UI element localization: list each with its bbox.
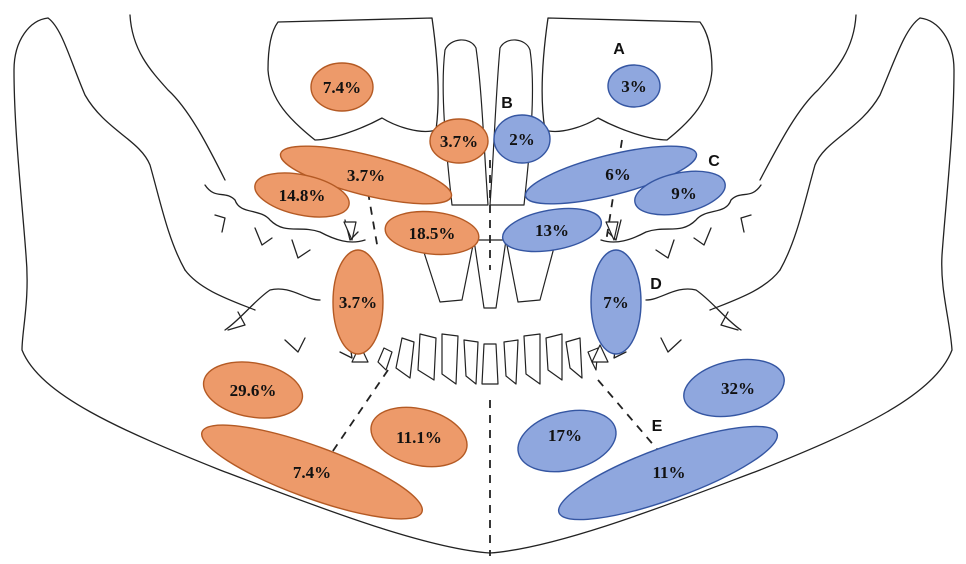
region-letter-a: A: [613, 41, 625, 58]
left-zone-upper-molar-pct: 14.8%: [279, 186, 326, 205]
left-zone-sinus-pct: 7.4%: [323, 78, 361, 97]
right-zone-sinus: 3%: [608, 65, 660, 107]
left-premolar-tip: [344, 222, 356, 240]
right-zone-central-incisor: 2%: [494, 115, 550, 163]
left-zone-central-incisor: 3.7%: [430, 119, 488, 163]
left-zone-upper-premolar-pct: 3.7%: [347, 166, 385, 185]
region-letter-c: C: [708, 153, 720, 170]
left-upper-divider: [368, 192, 378, 250]
left-zone-lower-premolar: 11.1%: [365, 398, 474, 476]
left-zone-canine-pct: 3.7%: [339, 293, 377, 312]
right-zone-lower-premolar: 17%: [511, 401, 622, 481]
right-zone-lower-molar: 32%: [679, 351, 790, 425]
right-zone-upper-molar-pct: 9%: [671, 184, 697, 203]
right-ramus-lower: [710, 270, 780, 310]
right-zone-canine-pct: 7%: [603, 293, 629, 312]
left-zone-mandible-body-pct: 7.4%: [293, 463, 331, 482]
region-letter-e: E: [652, 418, 663, 435]
left-zone-central-incisor-pct: 3.7%: [440, 132, 478, 151]
right-zone-lower-premolar-pct: 17%: [548, 426, 582, 445]
left-zone-lower-premolar-pct: 11.1%: [396, 428, 442, 447]
left-zone-lower-molar: 29.6%: [199, 355, 307, 426]
left-zone-lateral-incisor-pct: 18.5%: [409, 224, 456, 243]
right-zone-upper-premolar-pct: 6%: [605, 165, 631, 184]
region-letter-b: B: [501, 95, 513, 112]
right-coronoid: [760, 15, 856, 180]
right-zone-lower-molar-pct: 32%: [721, 379, 755, 398]
left-zone-canine: 3.7%: [333, 250, 383, 354]
left-ramus-inner: [48, 18, 185, 270]
right-zone-lateral-incisor-pct: 13%: [535, 221, 569, 240]
right-zone-canine: 7%: [591, 250, 641, 354]
jaw-outline: [14, 15, 954, 553]
left-zone-sinus: 7.4%: [311, 63, 373, 111]
right-zone-sinus-pct: 3%: [621, 77, 647, 96]
left-zone-lower-molar-pct: 29.6%: [230, 381, 277, 400]
lower-front-teeth: [378, 334, 598, 384]
right-ramus-inner: [780, 18, 920, 270]
right-zone-mandible-body-pct: 11%: [652, 463, 685, 482]
left-ramus-lower: [185, 270, 255, 310]
right-zone-central-incisor-pct: 2%: [509, 130, 535, 149]
region-letter-d: D: [650, 276, 662, 293]
